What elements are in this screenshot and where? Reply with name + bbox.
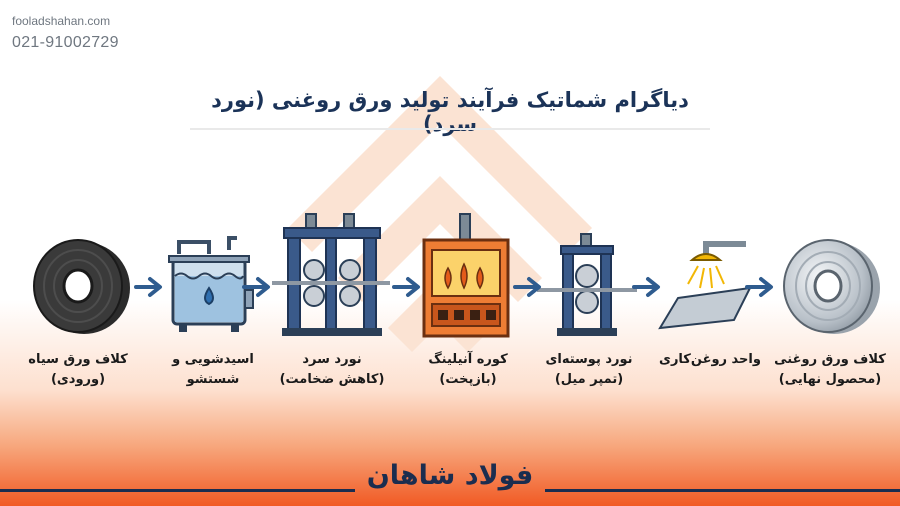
black-coil-icon: [33, 239, 130, 334]
flow-arrow-4: [513, 277, 541, 297]
diagram-title: دیاگرام شماتیک فرآیند تولید ورق روغنی (ن…: [211, 88, 689, 136]
flow-arrow-6: [745, 277, 773, 297]
step-label-line2: (تمپر میل): [554, 372, 624, 387]
step-label-oiled-coil: کلاف ورق روغنی (محصول نهایی): [770, 350, 890, 390]
step-label-line1: کلاف ورق سیاه: [28, 352, 128, 367]
step-cold-rolling-mill: [272, 210, 390, 340]
step-label-black-coil: کلاف ورق سیاه (ورودی): [18, 350, 138, 390]
step-label-line1: واحد روغن‌کاری: [659, 352, 761, 367]
brand-logo-text: فولاد شاهان: [366, 460, 534, 491]
step-label-oiling: واحد روغن‌کاری: [650, 350, 770, 370]
flow-arrow-5: [632, 277, 660, 297]
step-temper-mill: [527, 210, 645, 340]
title-underline: [190, 128, 710, 130]
step-label-line1: کلاف ورق روغنی: [774, 352, 886, 367]
step-label-line2: شستشو: [186, 372, 240, 387]
website-url[interactable]: fooladshahan.com: [12, 14, 111, 28]
step-label-annealing: کوره آنیلینگ (بازپخت): [408, 350, 528, 390]
phone-number[interactable]: 021-91002729: [12, 34, 119, 51]
brand-divider-right: [545, 489, 900, 492]
step-label-line2: (محصول نهایی): [778, 372, 882, 387]
step-label-line2: (بازپخت): [439, 372, 497, 387]
step-label-line2: (کاهش ضخامت): [279, 372, 385, 387]
step-label-line1: کوره آنیلینگ: [428, 352, 508, 367]
brand-divider-left: [0, 489, 355, 492]
step-label-line1: اسیدشویی و: [172, 352, 254, 367]
step-label-temper-mill: نورد پوسته‌ای (تمپر میل): [529, 350, 649, 390]
oiled-coil-icon: [783, 239, 880, 334]
step-annealing-furnace: [398, 210, 516, 340]
step-label-cold-rolling: نورد سرد (کاهش ضخامت): [272, 350, 392, 390]
acid-tank-icon: [168, 236, 254, 332]
flow-arrow-2: [242, 277, 270, 297]
cold-rolling-mill-icon: [272, 213, 390, 336]
step-label-line1: نورد سرد: [302, 352, 362, 367]
step-label-acid-tank: اسیدشویی و شستشو: [153, 350, 273, 390]
temper-mill-icon: [537, 233, 637, 336]
step-oiling-unit: [650, 210, 768, 340]
step-black-coil: [22, 210, 140, 340]
step-acid-tank: [165, 210, 283, 340]
step-label-line2: (ورودی): [50, 372, 106, 387]
flow-arrow-3: [392, 277, 420, 297]
oiling-spray-icon: [658, 241, 752, 330]
step-oiled-coil: [770, 210, 888, 340]
step-label-line1: نورد پوسته‌ای: [545, 352, 633, 367]
flow-arrow-1: [134, 277, 162, 297]
annealing-furnace-icon: [422, 213, 510, 338]
